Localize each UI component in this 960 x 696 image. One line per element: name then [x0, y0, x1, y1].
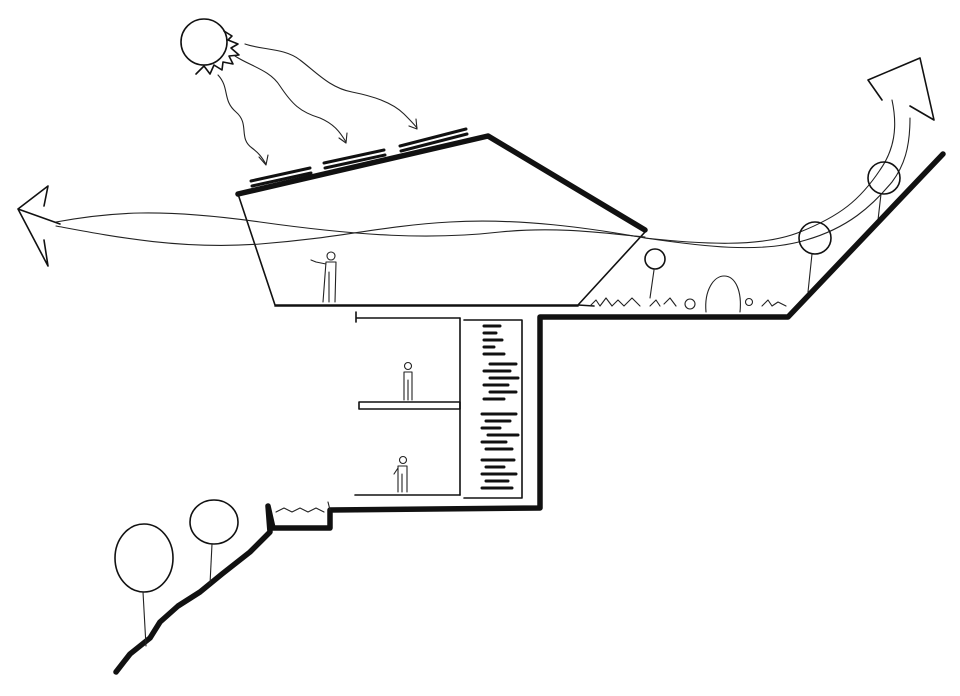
figure-person — [393, 455, 408, 493]
lower-floor-slabs — [354, 311, 461, 496]
sun-ray-arrow — [217, 74, 269, 166]
planter-detail — [275, 501, 331, 513]
figure-person — [310, 251, 337, 303]
sun-ray-arrow — [234, 55, 348, 144]
solar-panel — [398, 127, 469, 153]
wind-arrow-left — [17, 185, 646, 267]
tree-icon — [114, 523, 174, 647]
solar-panel — [322, 148, 387, 170]
building-roof — [235, 133, 648, 233]
tree-icon — [867, 161, 901, 221]
solar-panel — [249, 166, 313, 188]
upper-floor-glazing — [237, 193, 646, 307]
tree-icon — [798, 221, 832, 293]
retaining-wall — [113, 151, 946, 675]
tree-icon — [189, 499, 239, 585]
sun-ray-arrow — [244, 43, 418, 130]
wind-arrow-right — [644, 57, 935, 249]
sun-icon — [180, 18, 240, 75]
tree-icon — [644, 248, 666, 299]
figure-person — [403, 361, 413, 401]
bookshelf-wall — [463, 319, 523, 499]
